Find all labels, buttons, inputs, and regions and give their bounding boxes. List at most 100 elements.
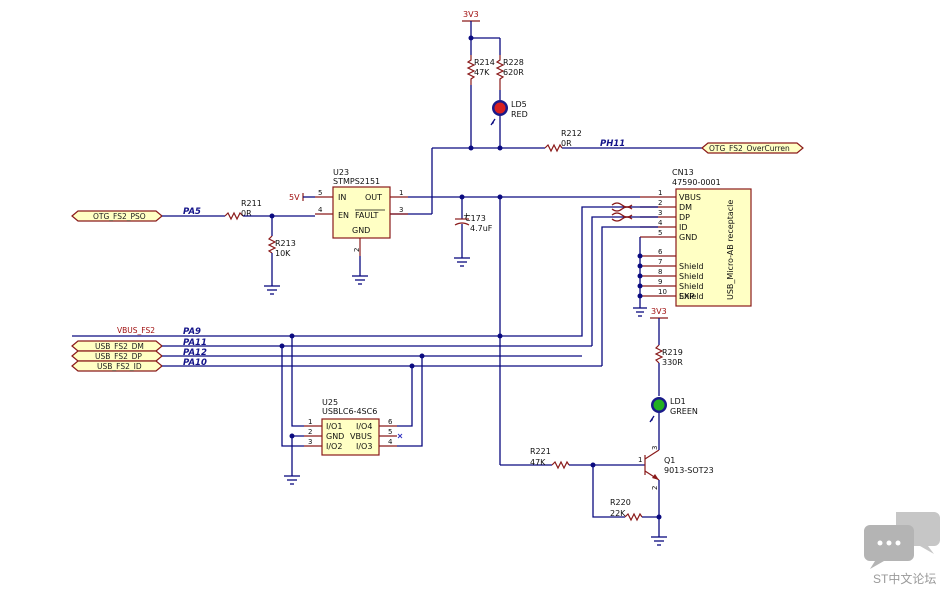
cn13-pin-name: DP: [679, 213, 690, 222]
r211-ref: R211: [241, 199, 262, 208]
r220-ref: R220: [610, 498, 631, 507]
power-3v3-top: 3V3: [462, 10, 480, 38]
u23-pin-out: OUT: [365, 193, 382, 202]
cn13-value: 47590-0001: [672, 178, 721, 187]
cn13-pin-name: DM: [679, 203, 692, 212]
port-vbus[interactable]: VBUS_FS2: [72, 326, 500, 337]
r213-ref: R213: [275, 239, 296, 248]
resistor-r211: R211 0R: [224, 199, 262, 221]
cn13-pin-name: Shield: [679, 292, 704, 301]
cn13-pin-number: 8: [658, 268, 662, 276]
port-usb-id[interactable]: USB_FS2_ID: [71, 360, 163, 372]
net-pa5: PA5: [183, 207, 201, 217]
r212-ref: R212: [561, 129, 582, 138]
cn13-pin-name: Shield: [679, 272, 704, 281]
cn13-pin-number: 4: [658, 219, 663, 227]
r214-value: 47K: [474, 68, 490, 77]
cn13-pin-name: Shield: [679, 262, 704, 271]
q1-ref: Q1: [664, 456, 675, 465]
u25-pin-gnd: GND: [326, 432, 344, 441]
watermark-logo: ST中文论坛: [864, 512, 940, 586]
ld1-value: GREEN: [670, 407, 698, 416]
q1-value: 9013-SOT23: [664, 466, 714, 475]
gnd-u23: [352, 256, 368, 285]
u25-ref: U25: [322, 398, 338, 407]
gnd-c173: [454, 257, 470, 267]
cn13-pin-name: Shield: [679, 282, 704, 291]
cn13-pin-number: 1: [658, 189, 662, 197]
resistor-r219: R219 330R: [654, 344, 683, 396]
u25-pin6: 6: [388, 418, 393, 426]
gnd-r213: [264, 285, 280, 295]
u23-pin2: 2: [353, 248, 361, 252]
cn13-pin-number: 10: [658, 288, 667, 296]
ld5-ref: LD5: [511, 100, 527, 109]
connector-cn13: CN13 47590-0001 USB_Micro-AB receptacle …: [637, 168, 752, 307]
q1-pin1: 1: [638, 456, 642, 464]
net-pa12: PA12: [183, 348, 207, 358]
port-otg-pso-label: OTG_FS2_PSO: [93, 212, 146, 221]
cn13-pin-name: GND: [679, 233, 697, 242]
c173-ref: C173: [465, 214, 486, 223]
port-otg-overcurrent[interactable]: OTG_FS2_OverCurren: [701, 142, 804, 154]
net-pa10: PA10: [183, 358, 207, 368]
u23-pin3: 3: [399, 206, 403, 214]
r228-ref: R228: [503, 58, 524, 67]
resistor-r220: R220 22K: [610, 498, 643, 522]
cn13-ref: CN13: [672, 168, 694, 177]
watermark-text: ST中文论坛: [873, 571, 936, 586]
cn13-pin-name: VBUS: [679, 193, 701, 202]
resistor-r212: R212 0R: [544, 129, 582, 153]
u25-pin4: 4: [388, 438, 393, 446]
port-otg-pso[interactable]: OTG_FS2_PSO: [71, 210, 163, 222]
port-usb-dp-label: USB_FS2_DP: [95, 352, 142, 361]
resistor-r228: R228 620R: [495, 55, 524, 90]
u25-pin1: 1: [308, 418, 312, 426]
port-usb-dm[interactable]: USB_FS2_DM: [71, 340, 163, 352]
resistor-r221: R221 47K: [530, 447, 570, 470]
power-3v3-right: 3V3: [650, 307, 668, 345]
u25-value: USBLC6-4SC6: [322, 407, 377, 416]
gnd-u25: [284, 475, 300, 485]
u25-pin5: 5: [388, 428, 392, 436]
u25-pin2: 2: [308, 428, 312, 436]
r212-value: 0R: [561, 139, 572, 148]
power-5v: 5V: [289, 193, 315, 202]
q1-pin3: 3: [651, 446, 659, 450]
u25-pin3: 3: [308, 438, 312, 446]
ic-u25: U25 USBLC6-4SC6 I/O1 I/O4 GND VBUS I/O2 …: [304, 398, 397, 456]
cn13-pin-number: 7: [658, 258, 662, 266]
c173-value: 4.7uF: [470, 224, 493, 233]
net-ph11: PH11: [600, 139, 625, 149]
cn13-pin-number: 3: [658, 209, 662, 217]
power-3v3-right-label: 3V3: [651, 307, 667, 316]
resistor-r214: R214 47K: [466, 55, 495, 85]
net-pa11: PA11: [183, 338, 207, 348]
port-usb-dp[interactable]: USB_FS2_DP: [71, 350, 163, 362]
resistor-r213: R213 10K: [267, 216, 296, 286]
led-ld5: LD5 RED: [490, 90, 528, 148]
r221-ref: R221: [530, 447, 551, 456]
power-3v3-top-label: 3V3: [463, 10, 479, 19]
port-usb-dm-label: USB_FS2_DM: [95, 342, 144, 351]
u25-pin-io1: I/O1: [326, 422, 342, 431]
cn13-pin-name: ID: [679, 223, 688, 232]
u23-pin-in: IN: [338, 193, 346, 202]
port-otg-overcurrent-label: OTG_FS2_OverCurren: [709, 144, 790, 153]
ic-u23: U23 STMPS2151 IN OUT EN FAULT GND 5 4 1 …: [315, 168, 408, 256]
cn13-pin-number: 5: [658, 229, 662, 237]
ld1-ref: LD1: [670, 397, 686, 406]
u25-pin-io2: I/O2: [326, 442, 342, 451]
led-ld1: LD1 GREEN: [649, 397, 698, 445]
gnd-q1: [651, 536, 667, 546]
r211-value: 0R: [241, 209, 252, 218]
u25-pin-vbus: VBUS: [350, 432, 372, 441]
u23-pin5: 5: [318, 189, 322, 197]
r219-ref: R219: [662, 348, 683, 357]
u23-value: STMPS2151: [333, 177, 380, 186]
capacitor-c173: C173 4.7uF +: [454, 197, 493, 258]
cn13-pin-number: 9: [658, 278, 662, 286]
u25-pin-io4: I/O4: [356, 422, 372, 431]
